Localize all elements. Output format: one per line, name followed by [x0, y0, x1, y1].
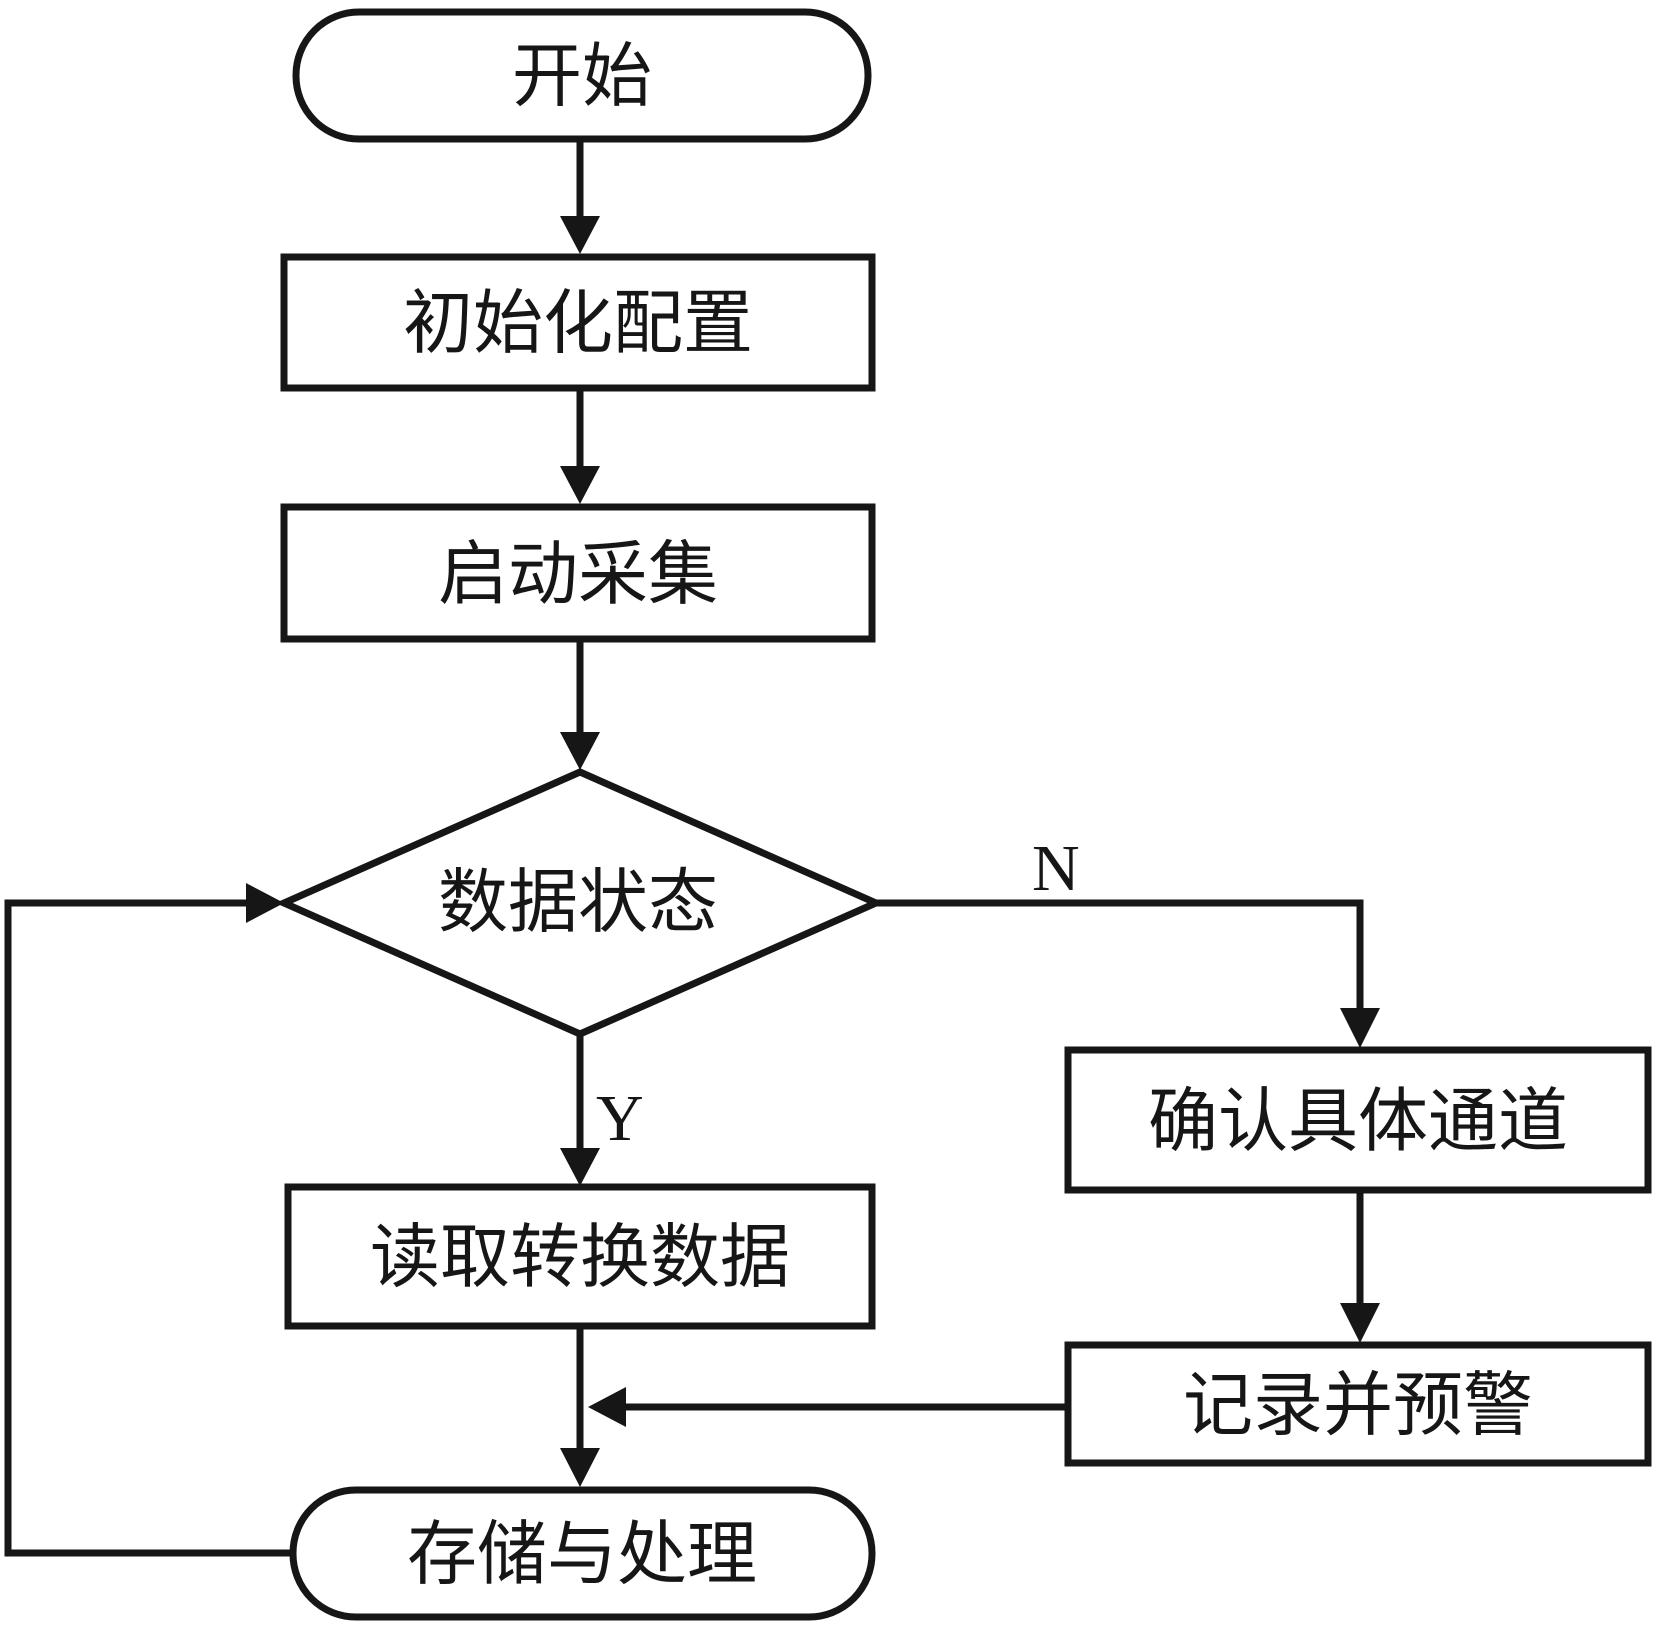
node-start-terminator	[292, 8, 872, 143]
node-store-label: 存储与处理	[407, 1517, 757, 1594]
node-store-terminator	[289, 1486, 876, 1621]
edge-status-read-arrowhead-icon	[560, 1148, 600, 1186]
edge-init-capture-arrowhead-icon	[560, 466, 600, 504]
node-record-process	[1064, 1341, 1652, 1467]
edge-confirm-record-arrowhead-icon	[1340, 1303, 1380, 1343]
node-capture-process	[280, 503, 876, 643]
node-confirm-label: 确认具体通道	[1148, 1084, 1568, 1161]
edge-store-loopback	[4, 899, 293, 1557]
node-init-process	[280, 253, 876, 392]
node-init-label: 初始化配置	[403, 286, 753, 363]
node-start-label: 开始	[512, 39, 652, 116]
node-read-process	[284, 1183, 876, 1330]
edge-start-init-arrowhead-icon	[560, 216, 600, 254]
node-status-label: 数据状态	[438, 865, 718, 942]
node-read-label: 读取转换数据	[370, 1220, 790, 1297]
node-record-label: 记录并预警	[1183, 1368, 1533, 1445]
edge-status-confirm-arrowhead-icon	[1340, 1008, 1380, 1048]
node-capture-label: 启动采集	[438, 537, 718, 614]
edge-status-confirm-n	[876, 899, 1364, 1012]
edge-read-store-arrowhead-icon	[560, 1448, 600, 1487]
edge-store-loopback-arrowhead-icon	[246, 883, 284, 923]
edge-capture-status-arrowhead-icon	[560, 732, 600, 770]
branch-label-no: N	[1032, 832, 1080, 905]
branch-label-yes: Y	[596, 1082, 644, 1155]
edge-record-merge-arrowhead-icon	[588, 1387, 626, 1427]
node-status-decision	[275, 768, 885, 1038]
node-confirm-process	[1064, 1046, 1652, 1194]
